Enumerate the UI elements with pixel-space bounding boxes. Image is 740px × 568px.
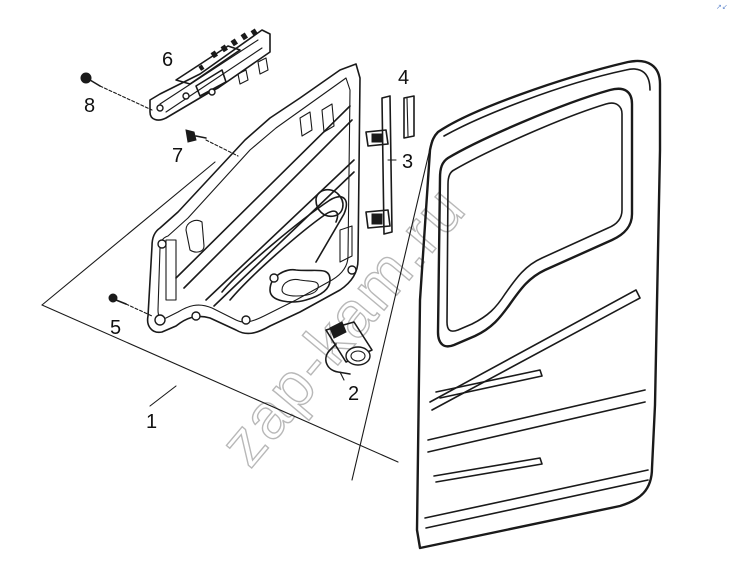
mount-hole [191, 311, 201, 321]
mount-hole [241, 315, 251, 325]
bolt-item-8 [80, 72, 153, 111]
leader-line-1 [149, 385, 177, 407]
callout-2: 2 [348, 383, 359, 405]
window-regulator-assembly [146, 63, 361, 335]
mount-hole [154, 314, 166, 326]
callout-6: 6 [162, 49, 173, 71]
mount-hole [157, 239, 167, 249]
assembly-region-outline [41, 139, 433, 481]
motor-item-2 [325, 321, 373, 381]
callout-1: 1 [146, 411, 157, 433]
callout-7: 7 [172, 145, 183, 167]
bolt-item-5 [108, 293, 153, 317]
callout-3: 3 [402, 151, 413, 173]
callout-5: 5 [110, 317, 121, 339]
upper-bracket [149, 28, 271, 121]
mount-hole [269, 273, 279, 283]
door-panel [415, 59, 662, 550]
corner-mark: ↗↙ [716, 4, 728, 11]
mount-hole [347, 265, 357, 275]
glass-run-item-4 [403, 95, 415, 139]
callout-4: 4 [398, 67, 409, 89]
bolt-item-7 [185, 129, 239, 157]
callout-8: 8 [84, 95, 95, 117]
guide-channel-item-3 [365, 95, 397, 235]
bracket-slots [198, 28, 259, 71]
